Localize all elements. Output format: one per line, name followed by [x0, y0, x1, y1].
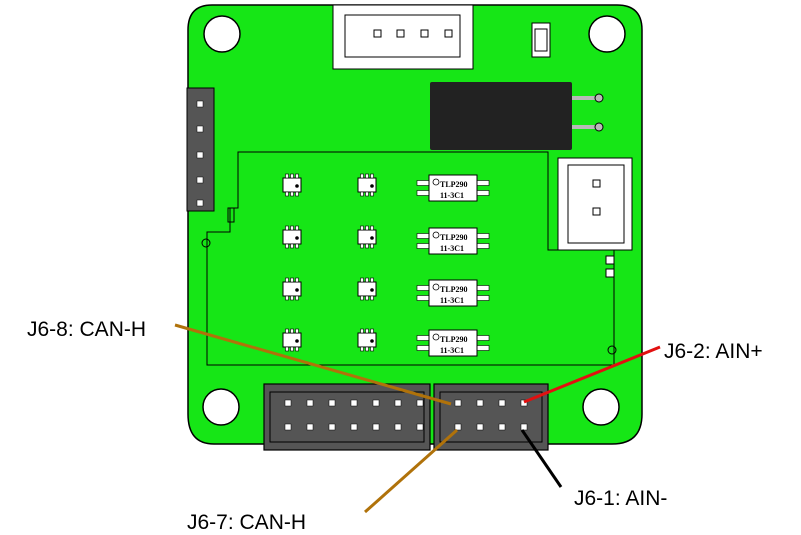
- header-pin: [394, 423, 402, 431]
- optocoupler-label-line2: 11-3C1: [440, 244, 464, 253]
- header-pin: [350, 399, 358, 407]
- tiny-part: [605, 268, 615, 278]
- header-pin: [454, 423, 462, 431]
- via-left: [201, 238, 211, 248]
- bottom-header-left: [263, 383, 431, 451]
- sot-chip: [357, 328, 377, 352]
- tiny-part: [605, 255, 615, 265]
- optocoupler: TLP290 11-3C1: [416, 279, 490, 307]
- header-pin: [284, 399, 292, 407]
- optocoupler-label-line2: 11-3C1: [440, 296, 464, 305]
- header-pin: [476, 423, 484, 431]
- sot-chip: [282, 173, 302, 197]
- optocoupler: TLP290 11-3C1: [416, 329, 490, 357]
- header-pin: [416, 423, 424, 431]
- header-pin: [498, 399, 506, 407]
- mounting-hole-top-left: [203, 15, 241, 53]
- left-pin-header: [186, 87, 215, 212]
- callout-label-ain-plus: J6-2: AIN+: [664, 340, 763, 363]
- sot-chip: [282, 277, 302, 301]
- callout-line-can-h-7: [364, 428, 458, 514]
- smd-component: [531, 22, 551, 58]
- header-pin: [498, 423, 506, 431]
- optocoupler-column: TLP290 11-3C1 TLP290 11-3C1 TLP290 11-3C…: [416, 174, 490, 357]
- mounting-hole-bottom-left: [202, 388, 240, 426]
- bottom-header-j6: [433, 383, 549, 451]
- sot-chip-grid: [282, 173, 377, 352]
- callout-line-ain-minus: [520, 429, 563, 488]
- optocoupler-label-line1: TLP290: [440, 285, 468, 294]
- inductor: [430, 82, 604, 150]
- small-tab: [227, 207, 235, 223]
- header-pin: [306, 399, 314, 407]
- optocoupler-label-line2: 11-3C1: [440, 191, 464, 200]
- header-pin: [520, 423, 528, 431]
- optocoupler: TLP290 11-3C1: [416, 227, 490, 255]
- header-pin: [350, 423, 358, 431]
- header-pin: [328, 423, 336, 431]
- top-connector: [332, 4, 474, 70]
- mounting-hole-bottom-right: [582, 388, 620, 426]
- header-pin: [372, 423, 380, 431]
- header-pin: [416, 399, 424, 407]
- callout-label-can-h-7: J6-7: CAN-H: [187, 511, 306, 534]
- callout-label-ain-minus: J6-1: AIN-: [574, 487, 667, 510]
- right-connector: [557, 157, 633, 251]
- optocoupler-label-line2: 11-3C1: [440, 346, 464, 355]
- via-right: [607, 345, 617, 355]
- sot-chip: [357, 173, 377, 197]
- optocoupler-label-line1: TLP290: [440, 335, 468, 344]
- header-pin: [476, 399, 484, 407]
- sot-chip: [357, 277, 377, 301]
- sot-chip: [282, 328, 302, 352]
- optocoupler-label-line1: TLP290: [440, 180, 468, 189]
- header-pin: [372, 399, 380, 407]
- header-pin: [394, 399, 402, 407]
- header-pin: [284, 423, 292, 431]
- sot-chip: [282, 225, 302, 249]
- optocoupler-label-line1: TLP290: [440, 233, 468, 242]
- header-pin: [454, 399, 462, 407]
- mounting-hole-top-right: [588, 15, 626, 53]
- callout-line-ain-plus: [523, 345, 661, 404]
- sot-chip: [357, 225, 377, 249]
- callout-label-can-h-8: J6-8: CAN-H: [27, 318, 146, 341]
- header-pin: [328, 399, 336, 407]
- header-pin: [520, 399, 528, 407]
- callout-line-can-h-8: [174, 323, 452, 406]
- header-pin: [306, 423, 314, 431]
- optocoupler: TLP290 11-3C1: [416, 174, 490, 202]
